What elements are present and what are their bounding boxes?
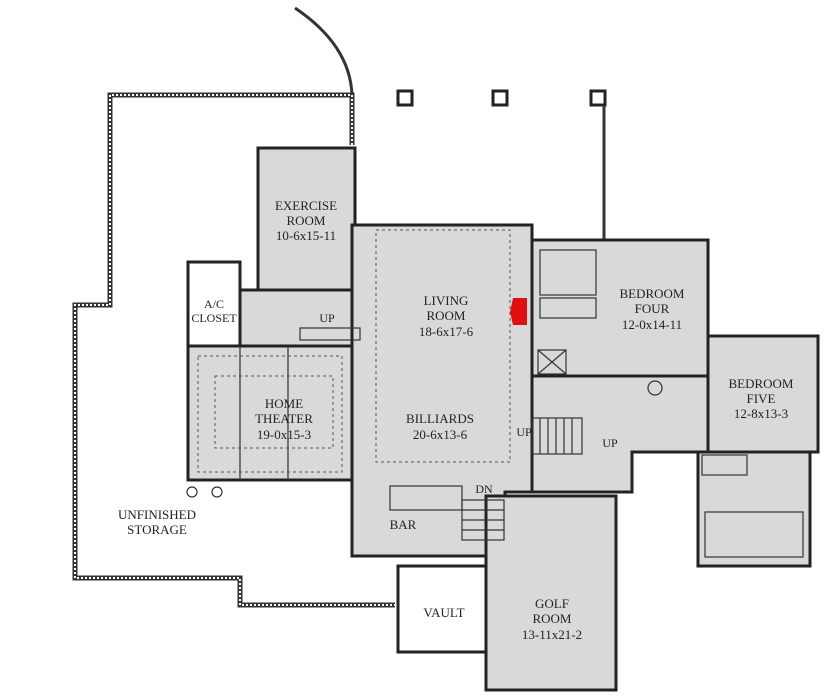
- bedroom-five: [706, 334, 820, 454]
- home-theater-label: HOME: [265, 396, 303, 411]
- storage-label-2: STORAGE: [127, 522, 187, 537]
- fireplace-icon: [510, 298, 527, 325]
- stairs-up-label: UP: [602, 436, 618, 450]
- golf-room: [484, 494, 618, 692]
- ac-closet-label-2: CLOSET: [191, 311, 237, 325]
- living-room-label: LIVING: [424, 293, 469, 308]
- bedroom-five-bath: [696, 450, 812, 568]
- bedroom-four: [530, 238, 710, 378]
- stairs-up-label: UP: [516, 425, 532, 439]
- billiards-label: BILLIARDS: [406, 411, 474, 426]
- home-theater-label-2: THEATER: [255, 411, 313, 426]
- stairs-down-label: DN: [475, 482, 493, 496]
- columns: [396, 89, 607, 240]
- hallway: [530, 374, 710, 494]
- equipment-icon: [186, 486, 198, 498]
- storage-label: UNFINISHED: [118, 507, 196, 522]
- golf-room-dims: 13-11x21-2: [522, 627, 582, 642]
- living-room-label-2: ROOM: [426, 308, 465, 323]
- ac-closet: [186, 260, 242, 348]
- golf-room-label: GOLF: [535, 596, 569, 611]
- stairs: [299, 327, 583, 541]
- stairs-up-label: UP: [319, 311, 335, 325]
- bedroom-five-label: BEDROOM: [728, 376, 793, 391]
- vault: [396, 564, 488, 654]
- water-heater-icon: [647, 380, 663, 396]
- bedroom-five-label-2: FIVE: [747, 391, 776, 406]
- vault-label: VAULT: [423, 605, 464, 620]
- bar-label: BAR: [390, 517, 417, 532]
- equipment-icon: [211, 486, 223, 498]
- bathroom-hall: [238, 288, 354, 348]
- billiards-dims: 20-6x13-6: [413, 427, 468, 442]
- home-theater-dims: 19-0x15-3: [257, 427, 311, 442]
- bedroom-four-dims: 12-0x14-11: [622, 317, 682, 332]
- golf-room-label-2: ROOM: [532, 611, 571, 626]
- bedroom-four-label: BEDROOM: [619, 286, 684, 301]
- bedroom-four-label-2: FOUR: [635, 301, 670, 316]
- exercise-room-label: EXERCISE: [275, 198, 337, 213]
- exercise-room-label-2: ROOM: [286, 213, 325, 228]
- exercise-room: [256, 146, 357, 292]
- living-room-dims: 18-6x17-6: [419, 324, 474, 339]
- living-billiards-room: [350, 223, 534, 558]
- ac-closet-label: A/C: [204, 297, 224, 311]
- exercise-room-dims: 10-6x15-11: [276, 228, 336, 243]
- storage-outline: [72, 6, 395, 608]
- bedroom-five-dims: 12-8x13-3: [734, 406, 788, 421]
